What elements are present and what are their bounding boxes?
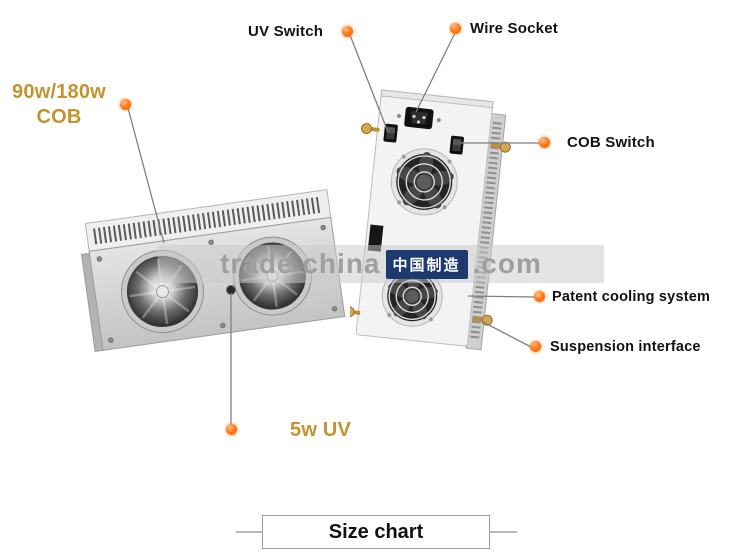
back-view-product-image [350,89,511,351]
patent-cooling-marker-icon [534,291,545,302]
patent-cooling-label: Patent cooling system [552,289,711,305]
wire-socket-marker-icon [450,23,461,34]
size-chart-header: Size chart [262,515,490,549]
suspension-interface-label: Suspension interface [550,339,701,355]
watermark-text-left: trade. [220,248,303,279]
uv-rating-label: 5w UV [290,419,352,441]
uv-rating-marker-icon [226,424,237,435]
socket-screw-left [397,113,402,118]
suspension-marker-icon [530,341,541,352]
cob-rating-marker-icon [120,99,131,110]
cob-switch-marker-icon [539,137,550,148]
cob-switch-label: COB Switch [567,134,655,151]
uv-switch [383,123,398,143]
vent-slots [93,196,324,245]
watermark-band: trade. china 中国制造 .com [158,245,604,283]
wire-socket-label: Wire Socket [470,20,558,37]
cob-rating-label: 90w/180w COB [12,81,106,128]
uv-switch-label: UV Switch [248,23,324,40]
panel-screws [96,224,338,343]
wire-socket [404,106,434,130]
watermark-text-right: .com [472,248,542,279]
size-chart-title: Size chart [328,520,424,543]
cob-switch [449,135,464,155]
watermark-badge: 中国制造 [385,249,468,279]
cooling-fan-top [390,148,458,216]
spec-label-plate [367,224,384,252]
watermark-text-mid: china [302,248,381,279]
uv-switch-marker-icon [342,26,353,37]
side-vent-slots [469,121,502,342]
socket-screw-right [436,118,441,123]
